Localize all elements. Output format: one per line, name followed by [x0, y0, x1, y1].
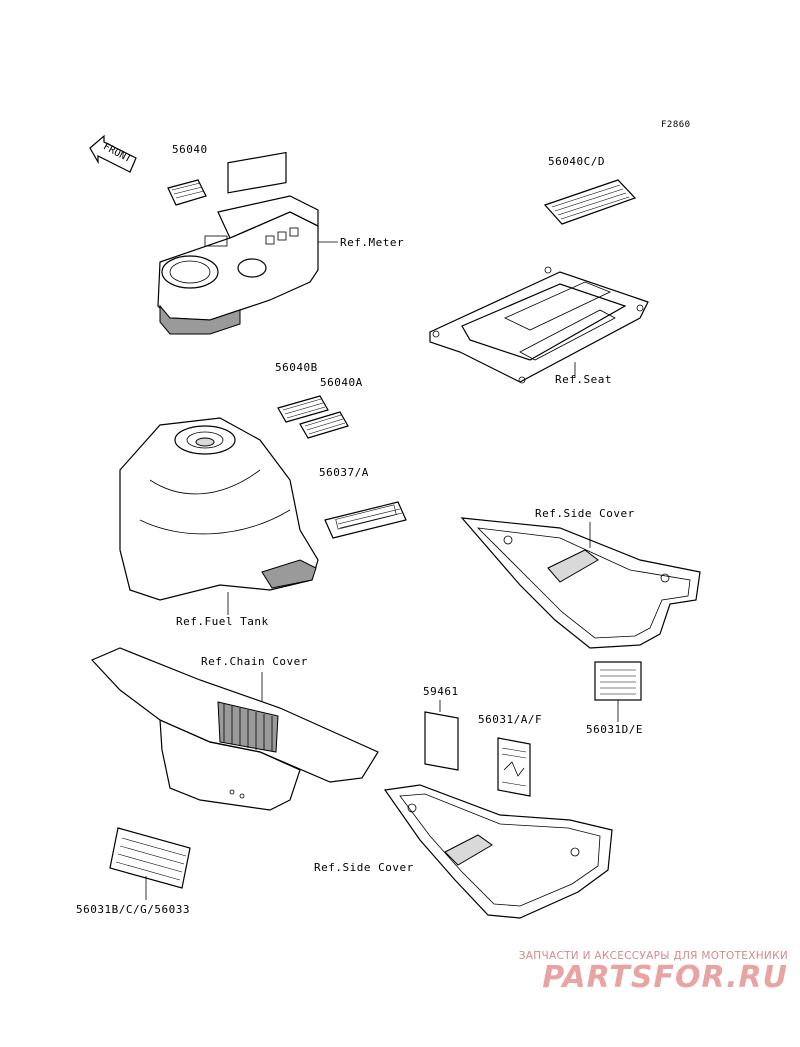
sticker-56040b	[277, 395, 329, 423]
label-ref-chain-cover: Ref.Chain Cover	[201, 655, 308, 668]
figure-id: F2860	[661, 120, 691, 130]
side-cover-top	[460, 517, 701, 649]
watermark: ЗАПЧАСТИ И АКСЕССУАРЫ ДЛЯ МОТОТЕХНИКИ PA…	[488, 950, 788, 995]
label-56040a: 56040A	[320, 376, 363, 389]
side-cover-bottom	[383, 784, 613, 919]
sticker-56040	[167, 179, 207, 206]
sticker-59461	[424, 700, 459, 771]
label-ref-meter: Ref.Meter	[340, 236, 405, 249]
front-arrow-label: FRONT	[101, 141, 133, 165]
seat-base-plate	[429, 266, 649, 384]
fuel-tank	[119, 417, 319, 615]
watermark-tagline: ЗАПЧАСТИ И АКСЕССУАРЫ ДЛЯ МОТОТЕХНИКИ	[518, 950, 788, 962]
meter-housing	[157, 151, 338, 335]
label-ref-seat: Ref.Seat	[555, 373, 612, 386]
front-arrow-icon: FRONT	[89, 134, 137, 173]
label-59461: 59461	[423, 685, 459, 698]
sticker-56040cd	[543, 179, 637, 225]
sticker-56031de	[594, 661, 642, 722]
label-56037a: 56037/A	[319, 466, 369, 479]
label-ref-side-cover-bottom: Ref.Side Cover	[314, 861, 414, 874]
chain-cover	[90, 647, 379, 811]
label-56040b: 56040B	[275, 361, 318, 374]
sticker-56040a	[299, 411, 349, 439]
label-ref-side-cover-top: Ref.Side Cover	[535, 507, 635, 520]
label-56031af: 56031/A/F	[478, 713, 543, 726]
sticker-56031bcg	[109, 827, 191, 900]
sticker-56037a	[324, 501, 407, 539]
sticker-56031af	[497, 737, 531, 797]
label-56040: 56040	[172, 143, 208, 156]
label-ref-fuel-tank: Ref.Fuel Tank	[176, 615, 269, 628]
label-56031de: 56031D/E	[586, 723, 643, 736]
label-56031bcg: 56031B/C/G/56033	[76, 903, 190, 916]
label-56040cd: 56040C/D	[548, 155, 605, 168]
watermark-logo: PARTSFOR.RU	[542, 960, 788, 995]
chain-cover-ribs	[217, 701, 279, 753]
